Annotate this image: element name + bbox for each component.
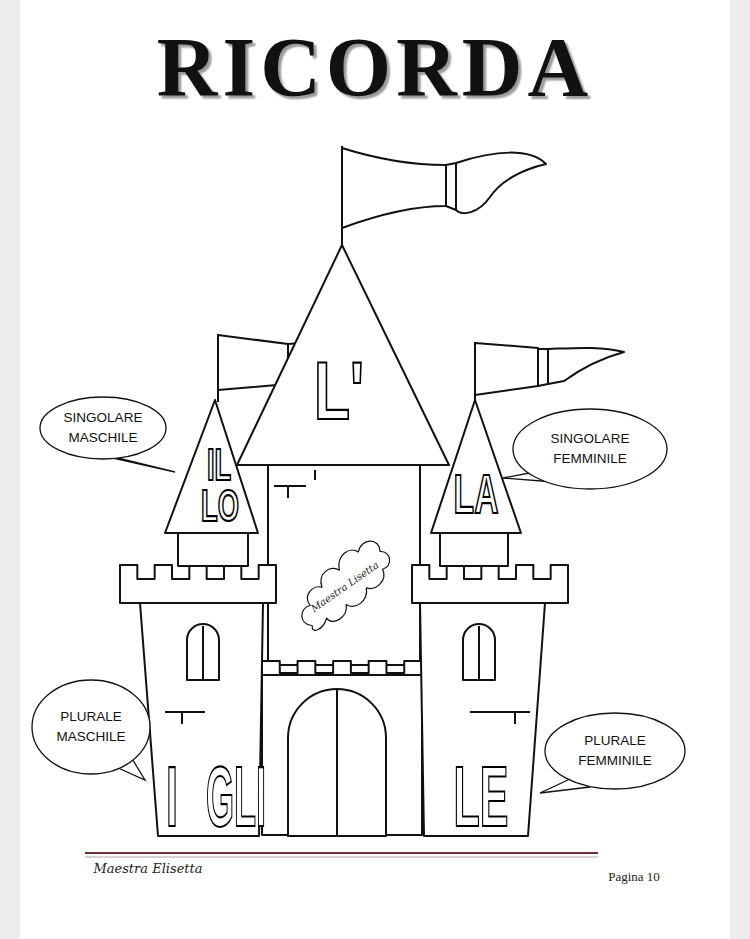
- watermark: Maestra Lisetta: [309, 560, 380, 614]
- tower-neck: [440, 533, 508, 566]
- speech-bubble: SINGOLARE MASCHILE: [39, 396, 167, 460]
- watermark-cloud: [285, 533, 402, 637]
- bubble-ellipse: [545, 713, 685, 789]
- article-label: LA: [454, 466, 499, 522]
- article-label: L': [314, 350, 364, 432]
- author-signature: Maestra Elisetta: [93, 862, 202, 875]
- footer-rule: [85, 852, 598, 854]
- bubble-text: SINGOLARE MASCHILE: [64, 408, 143, 447]
- bubble-ellipse: [40, 397, 166, 459]
- bubble-outline: [512, 408, 668, 490]
- page-number: Pagina 10: [608, 870, 660, 883]
- tower-neck: [178, 533, 248, 566]
- bubble-text: PLURALE MASCHILE: [56, 707, 125, 746]
- article-label: I: [166, 753, 178, 839]
- bubble-ellipse: [513, 409, 667, 489]
- speech-bubble: SINGOLARE FEMMINILE: [512, 408, 668, 490]
- tower-roof: [431, 400, 521, 533]
- keep-roof: [237, 245, 449, 465]
- flag: [446, 153, 546, 213]
- bubble-outline: [31, 679, 151, 775]
- speech-bubble: PLURALE FEMMINILE: [544, 712, 686, 790]
- flag: [475, 343, 538, 395]
- article-label: LO: [201, 484, 239, 528]
- footer-rule: [85, 857, 598, 858]
- flag: [538, 348, 624, 386]
- wall-battlement: [262, 661, 422, 676]
- tower-battlement: [120, 565, 276, 603]
- tower-window: [187, 624, 219, 680]
- bubble-ellipse: [32, 680, 150, 774]
- wall-mark: [165, 712, 205, 724]
- gate-door: [288, 689, 386, 836]
- flag: [342, 148, 446, 228]
- article-label: GLI: [206, 753, 266, 839]
- flag-seam: [547, 349, 549, 384]
- speech-bubble: PLURALE MASCHILE: [31, 679, 151, 775]
- bubble-outline: [544, 712, 686, 790]
- flag-seam: [455, 163, 457, 210]
- wall-mark: [274, 470, 315, 498]
- bubble-text: PLURALE FEMMINILE: [578, 731, 652, 770]
- tower-roof: [165, 400, 258, 533]
- keep-wall: [268, 465, 420, 665]
- tower-window: [463, 624, 495, 680]
- tower-battlement: [412, 565, 568, 603]
- bubble-outline: [39, 396, 167, 460]
- page-title: RICORDA: [0, 22, 750, 114]
- article-label: IL: [207, 443, 231, 487]
- article-label: LE: [454, 753, 509, 839]
- wall-mark: [470, 712, 530, 724]
- gate-door: [336, 690, 338, 836]
- bubble-text: SINGOLARE FEMMINILE: [551, 429, 630, 468]
- gate-wall: [262, 675, 422, 835]
